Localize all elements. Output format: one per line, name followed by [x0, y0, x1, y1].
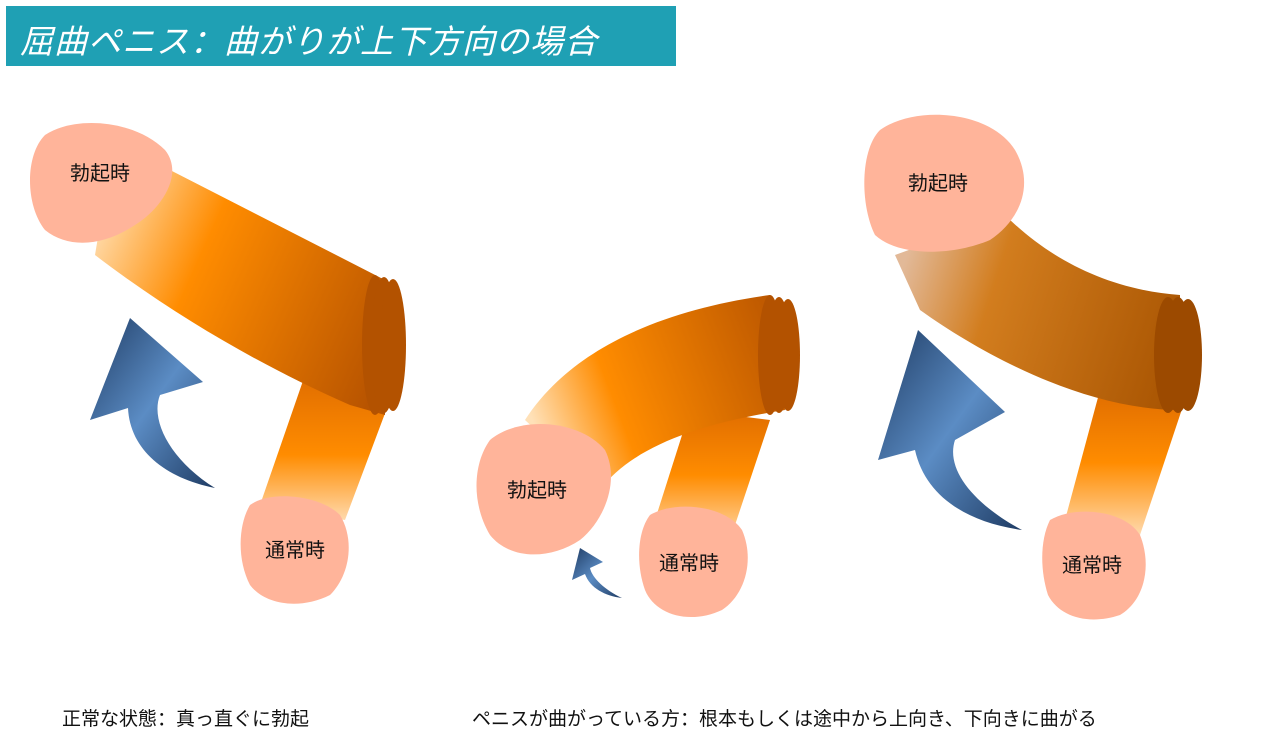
erect-label: 勃起時: [908, 171, 968, 195]
base-rings: [758, 295, 800, 415]
direction-arrow: [878, 330, 1022, 530]
page-title: 屈曲ペニス：曲がりが上下方向の場合: [20, 22, 598, 61]
title-banner: 屈曲ペニス：曲がりが上下方向の場合: [6, 6, 676, 66]
erect-label: 勃起時: [70, 161, 130, 185]
base-rings: [362, 275, 406, 415]
direction-arrow: [572, 548, 622, 598]
flaccid-label: 通常時: [1062, 553, 1122, 577]
erect-shaft: [895, 215, 1180, 410]
flaccid-head: [240, 496, 349, 604]
flaccid-shaft: [1065, 390, 1185, 535]
direction-arrow: [90, 318, 215, 488]
base-rings: [1154, 297, 1202, 413]
flaccid-label: 通常時: [265, 538, 325, 562]
caption-curved: ペニスが曲がっている方：根本もしくは途中から上向き、下向きに曲がる: [472, 708, 1097, 730]
erect-shaft: [95, 170, 385, 415]
flaccid-head: [1042, 511, 1146, 620]
panel-curved-down: 勃起時 通常時: [476, 295, 800, 618]
erect-head: [30, 123, 173, 243]
flaccid-label: 通常時: [659, 551, 719, 575]
flaccid-head: [639, 506, 748, 618]
erect-head: [476, 423, 611, 555]
caption-normal: 正常な状態：真っ直ぐに勃起: [62, 708, 310, 730]
erect-label: 勃起時: [507, 478, 567, 502]
flaccid-shaft: [260, 375, 390, 520]
erect-head: [864, 114, 1025, 252]
panel-normal: 勃起時 通常時: [30, 123, 406, 604]
panel-curved-up: 勃起時 通常時: [864, 114, 1202, 620]
